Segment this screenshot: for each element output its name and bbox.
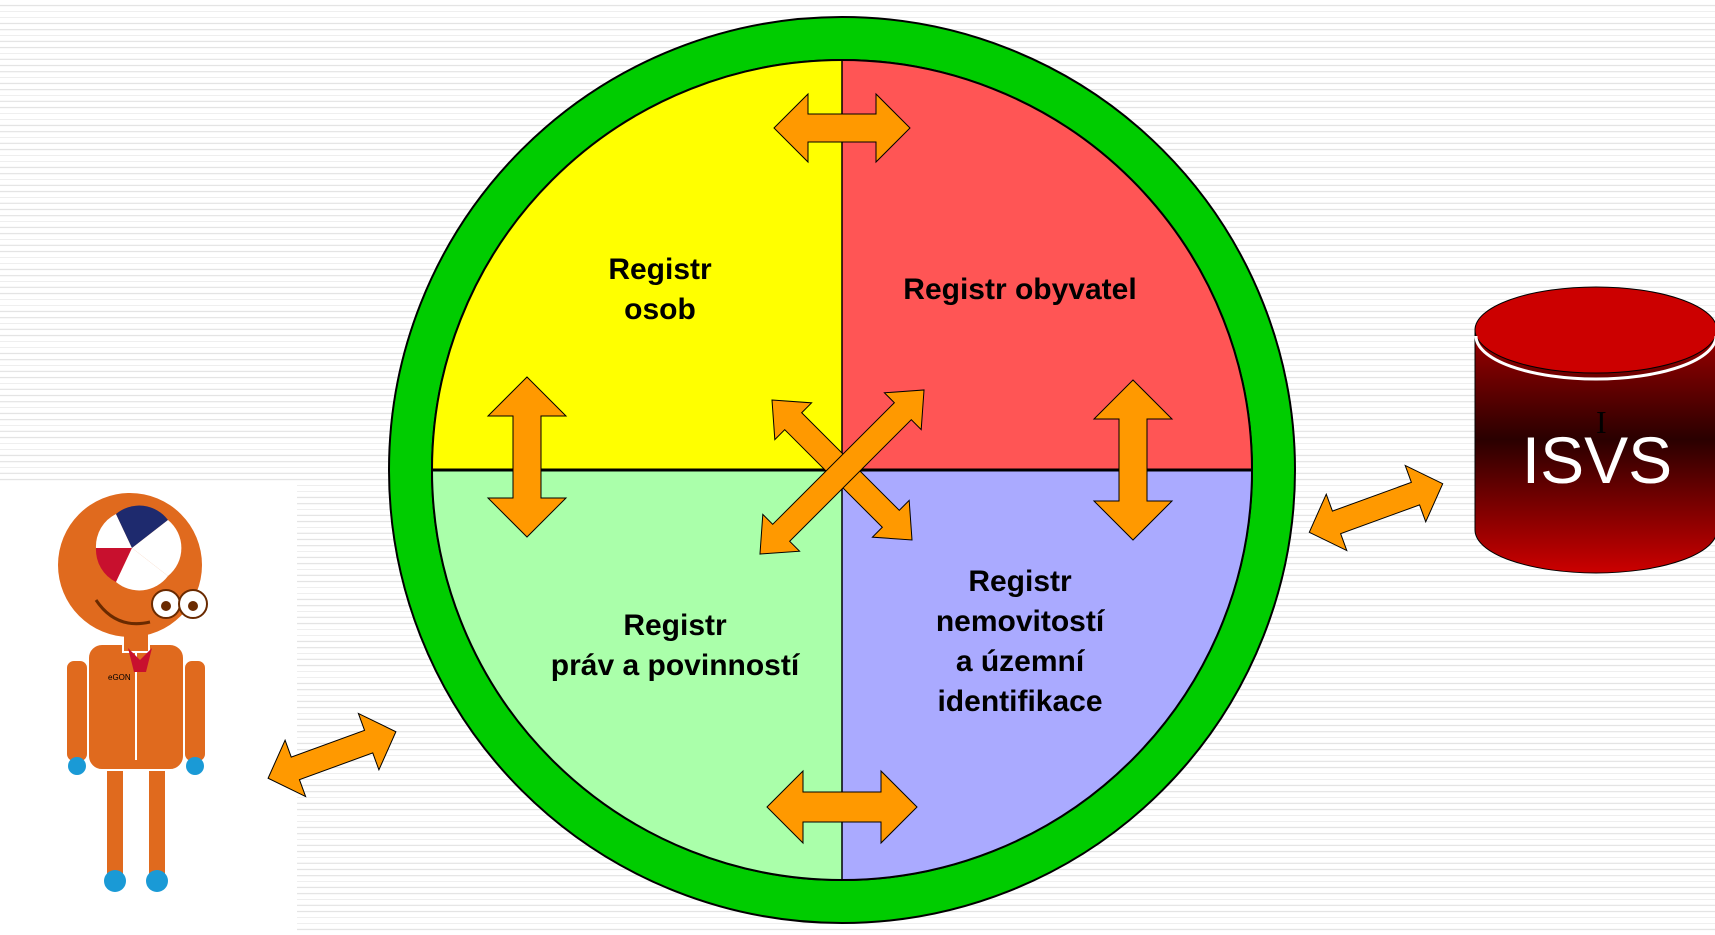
- arrow-left-vertical: [486, 376, 568, 538]
- label-prav-line2: práv a povinností: [550, 649, 800, 682]
- label-registr-obyvatel: Registr obyvatel: [903, 273, 1137, 306]
- isvs-label: ISVS: [1521, 423, 1673, 497]
- arrow-diagonal-2: [759, 389, 925, 555]
- arrow-right-vertical: [1092, 379, 1174, 541]
- label-registr-osob: Registr osob: [560, 250, 760, 330]
- label-nem-line4: identifikace: [937, 685, 1103, 718]
- text-cursor-icon: I: [1596, 404, 1607, 440]
- arrow-to-figure: [267, 712, 397, 798]
- egon-badge: eGON: [108, 673, 131, 682]
- label-registr-prav: Registr práv a povinností: [515, 606, 835, 686]
- label-nem-line2: nemovitostí: [935, 605, 1105, 638]
- label-registr-nemovitosti: Registr nemovitostí a územní identifikac…: [900, 562, 1140, 722]
- label-osob-line2: osob: [624, 293, 696, 326]
- label-prav-line1: Registr: [623, 609, 727, 642]
- label-osob-line1: Registr: [608, 253, 712, 286]
- label-nem-line3: a územní: [955, 645, 1085, 678]
- arrow-top: [773, 92, 911, 164]
- egon-figure-icon: eGON: [58, 493, 208, 892]
- isvs-database-icon: [1474, 286, 1715, 574]
- arrow-to-isvs: [1308, 464, 1444, 552]
- label-nem-line1: Registr: [968, 565, 1072, 598]
- arrow-bottom: [766, 769, 918, 845]
